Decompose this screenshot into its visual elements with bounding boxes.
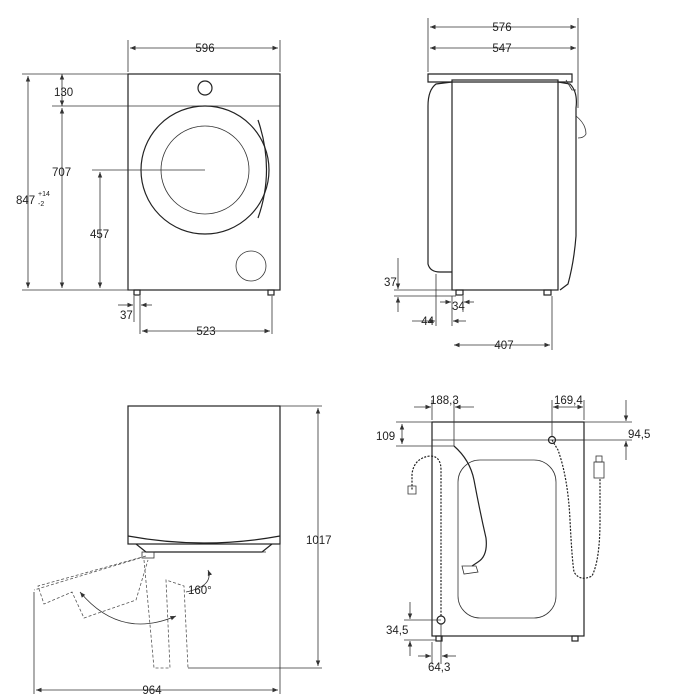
side-door-profile (557, 81, 577, 291)
side-foot-rear (455, 289, 464, 296)
door-open-position (37, 555, 149, 619)
height-tolerance-minus: -2 (38, 201, 44, 208)
door-hinge-edge (257, 119, 268, 219)
rear-foot-right (571, 635, 579, 642)
power-cable (453, 445, 487, 567)
total-height-label: 847 (16, 195, 35, 207)
door-center-height-label: 707 (52, 167, 71, 179)
top-door-hinge (141, 551, 155, 559)
program-knob (197, 80, 213, 96)
front-view: 596 130 707 457 847 +14 -2 37 523 (16, 40, 281, 338)
rear-panel (457, 459, 557, 619)
side-foot-span-label: 407 (494, 340, 513, 352)
drain-height-label: 34,5 (386, 625, 408, 637)
inlet-connector (547, 435, 557, 445)
outlet-from-top-label: 94,5 (628, 429, 650, 441)
side-cabinet (451, 79, 559, 291)
power-plug (461, 565, 479, 575)
top-front-edge (127, 535, 281, 544)
foot-span-label: 523 (196, 326, 215, 338)
drain-from-left-label: 64,3 (428, 662, 450, 674)
door-view-depth-label: 964 (142, 685, 162, 697)
side-view: 576 547 37 34 44 407 (384, 18, 587, 352)
door-angle-label: 160° (188, 585, 212, 597)
inlet-from-top-label: 109 (376, 431, 395, 443)
side-foot-front (543, 289, 552, 296)
inlet-hose (551, 439, 601, 579)
side-foot-width-label: 34 (452, 301, 465, 313)
side-foot-height-label: 37 (384, 277, 397, 289)
drain-hose (411, 455, 442, 616)
front-cabinet (127, 73, 281, 291)
front-foot-right (267, 289, 275, 296)
rear-foot-left (435, 635, 443, 642)
top-panel-label: 130 (54, 87, 73, 99)
rear-view: 188,3 169,4 109 94,5 34,5 64,3 (376, 395, 650, 674)
side-body-depth-label: 547 (492, 43, 511, 55)
outlet-from-right-label: 169,4 (554, 395, 583, 407)
height-tolerance-plus: +14 (38, 191, 50, 198)
door-view: 160° 1017 964 (33, 405, 332, 697)
top-cabinet (127, 405, 281, 545)
door-view-height-label: 1017 (306, 535, 332, 547)
side-total-depth-label: 576 (492, 22, 511, 34)
side-door-handle (575, 115, 587, 139)
top-door-closed (135, 543, 273, 553)
side-detergent-drawer (565, 79, 576, 91)
side-top-panel (427, 73, 573, 83)
inlet-from-left-label: 188,3 (430, 395, 459, 407)
door-angle-arc (79, 591, 177, 625)
door-lower-height-label: 457 (90, 229, 109, 241)
foot-inset-label: 37 (120, 310, 133, 322)
front-width-label: 596 (195, 43, 214, 55)
filter-cover (235, 250, 267, 282)
rear-cabinet (431, 421, 585, 637)
side-back-hose-bulge (427, 81, 453, 273)
side-foot-offset-label: 44 (421, 316, 434, 328)
front-foot-left (133, 289, 141, 296)
